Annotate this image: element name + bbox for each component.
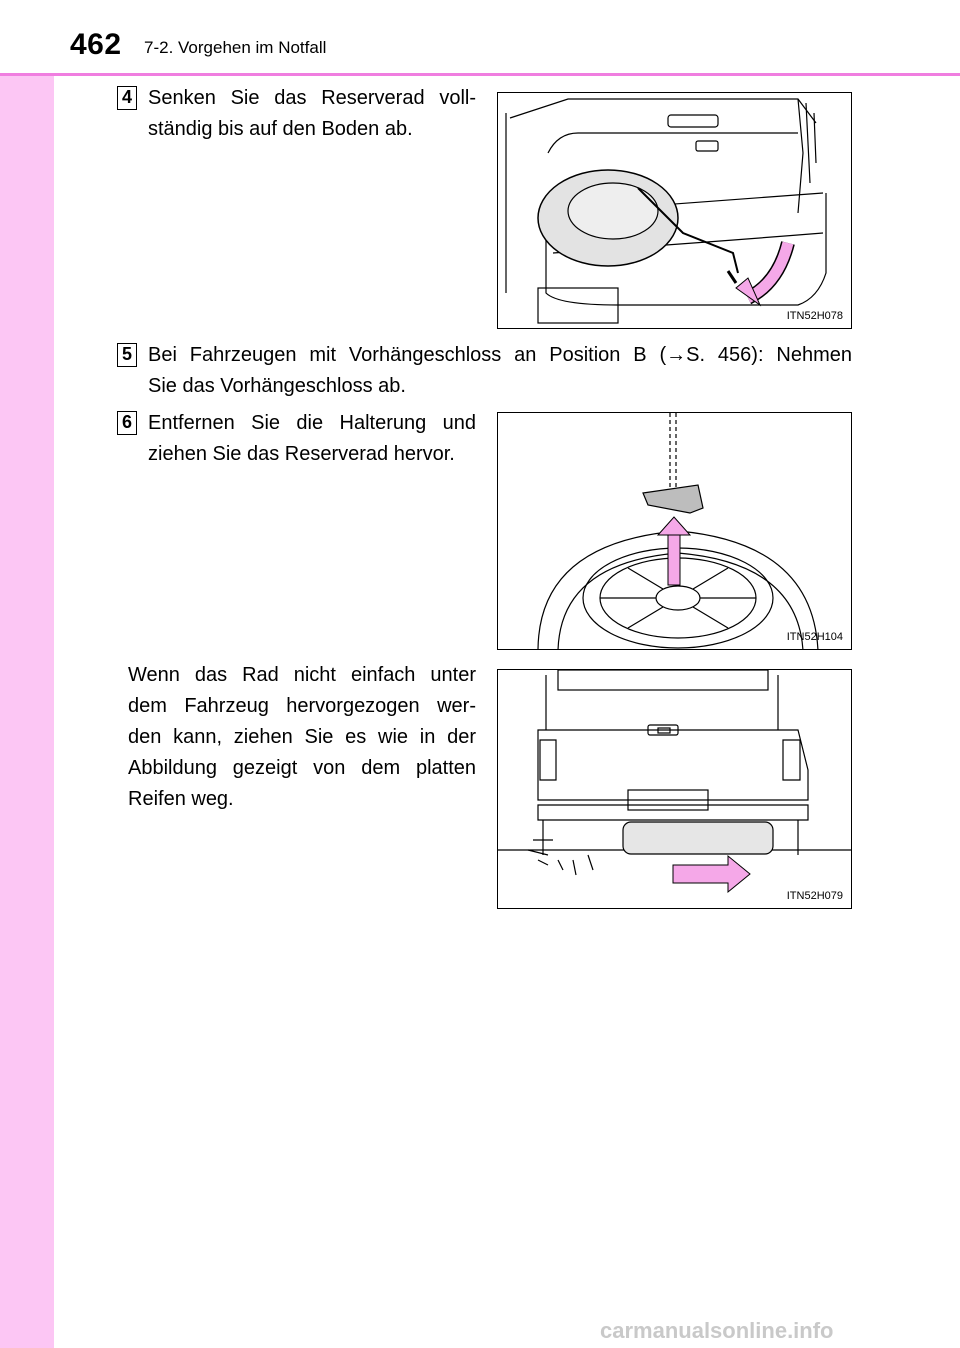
header-divider (0, 73, 960, 76)
figure-lower-spare-tire: ITN52H078 (497, 92, 852, 329)
header-area (0, 0, 960, 73)
note-text: Wenn das Rad nicht einfach unter dem Fah… (128, 660, 476, 815)
figure-pull-tire-away: ITN52H079 (497, 669, 852, 909)
step-4-badge: 4 (117, 86, 137, 110)
step-5-badge: 5 (117, 343, 137, 367)
step-5-text: Bei Fahrzeugen mit Vorhängeschloss an Po… (148, 340, 852, 402)
note-line-3: den kann, ziehen Sie es wie in der (128, 726, 476, 748)
remove-spare-tire-illustration (537, 413, 819, 649)
figure-code-1: ITN52H078 (786, 310, 843, 322)
step-4-text: Senken Sie das Reserverad voll- ständig … (148, 83, 476, 145)
step-5-line-2: Sie das Vorhängeschloss ab. (148, 375, 406, 397)
note-line-4: Abbildung gezeigt von dem platten (128, 757, 476, 779)
note-line-5: Reifen weg. (128, 788, 234, 810)
figure-code-2: ITN52H104 (786, 631, 843, 643)
lower-spare-tire-illustration (505, 98, 827, 324)
side-color-band (0, 0, 54, 1348)
note-line-2: dem Fahrzeug hervorgezogen wer- (128, 695, 476, 717)
step-4-line-2: ständig bis auf den Boden ab. (148, 118, 413, 140)
watermark: carmanualsonline.info (600, 1318, 834, 1343)
pull-tire-away-illustration (498, 670, 851, 894)
step-6-line-1: Entfernen Sie die Halterung und (148, 412, 476, 434)
figure-remove-spare-tire: ITN52H104 (497, 412, 852, 650)
section-title: 7-2. Vorgehen im Notfall (144, 38, 327, 57)
note-line-1: Wenn das Rad nicht einfach unter (128, 664, 476, 686)
step-4-line-1: Senken Sie das Reserverad voll- (148, 87, 476, 109)
figure-code-3: ITN52H079 (786, 890, 843, 902)
page-number: 462 (70, 28, 122, 61)
step-6-badge: 6 (117, 411, 137, 435)
step-5-line-1: Bei Fahrzeugen mit Vorhängeschloss an Po… (148, 344, 852, 366)
step-6-text: Entfernen Sie die Halterung und ziehen S… (148, 408, 476, 470)
step-6-line-2: ziehen Sie das Reserverad hervor. (148, 443, 455, 465)
